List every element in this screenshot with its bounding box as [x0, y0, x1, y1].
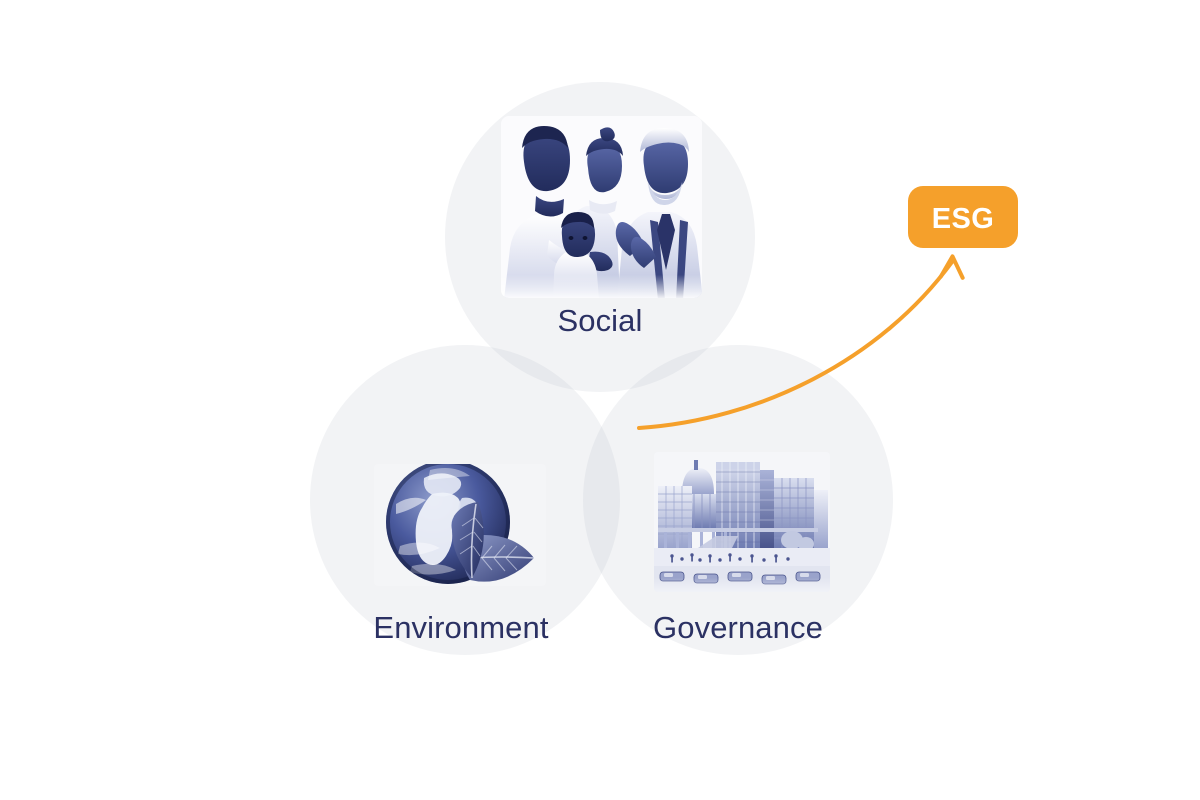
label-social[interactable]: Social — [557, 303, 642, 338]
people-family-illustration — [501, 116, 702, 298]
esg-badge[interactable]: ESG — [908, 186, 1018, 248]
arrowhead-icon — [938, 254, 965, 280]
government-building-illustration — [654, 452, 830, 592]
label-governance[interactable]: Governance — [653, 610, 823, 645]
venn-labels: Social Environment Governance — [373, 303, 823, 645]
esg-flow-arrow — [637, 254, 965, 430]
earth-globe-leaf-illustration — [374, 464, 546, 586]
label-environment[interactable]: Environment — [373, 610, 548, 645]
esg-badge-label: ESG — [932, 203, 994, 235]
